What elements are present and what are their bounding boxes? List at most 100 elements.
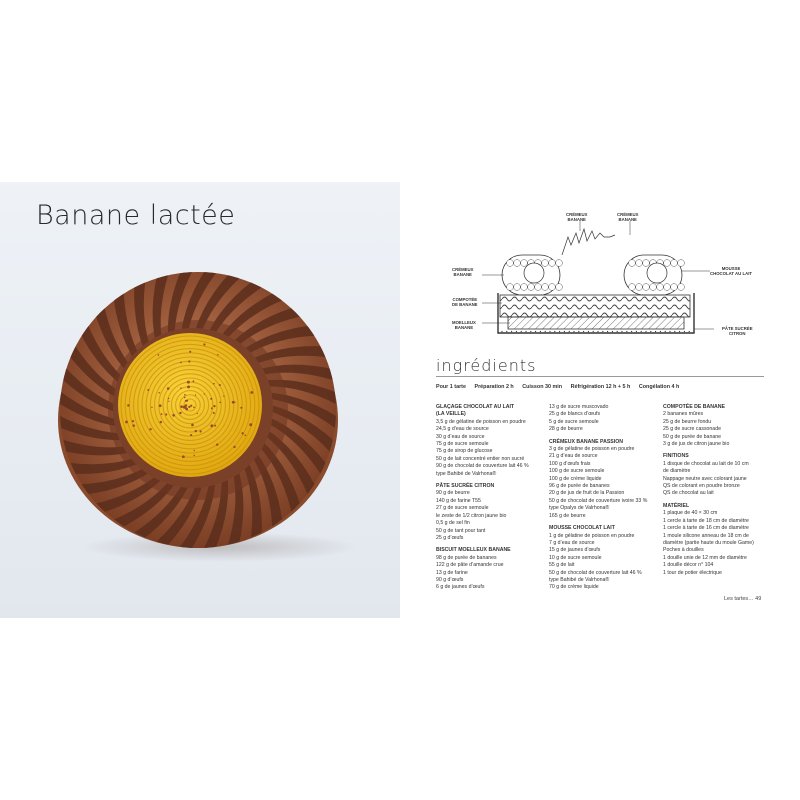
pate-dot — [535, 330, 537, 333]
section-heading: Biscuit moelleux banane — [436, 547, 511, 554]
speckle — [231, 400, 235, 404]
section-heading: Mousse chocolat lait — [549, 525, 615, 532]
speckle — [213, 404, 216, 408]
ingredient-line: 1 plaque de 40 × 30 cm — [663, 510, 718, 517]
ingredient-line: 50 g de tant pour tant — [436, 527, 486, 534]
speckle — [165, 413, 168, 416]
pate-dot — [511, 330, 513, 333]
speckle — [160, 413, 163, 415]
glaze-stripe — [238, 346, 328, 370]
ingredient-line: diamètre (partie haute du moule Game) — [663, 539, 754, 546]
ingredient-line: 1 moule silicone anneau de 18 cm de — [663, 532, 749, 539]
speckle — [233, 401, 236, 404]
ingredient-line: 15 g de jaunes d’œufs — [549, 547, 601, 554]
speckle — [240, 406, 243, 409]
section-heading: Finitions — [663, 453, 689, 460]
pate-dot — [578, 330, 580, 333]
speckle — [158, 404, 162, 408]
ingredient-line: 50 g de lait concentré entier non sucré — [436, 455, 525, 462]
ingredient-line: QS de colorant en poudre bronze — [663, 483, 740, 490]
speckle — [210, 424, 214, 428]
ingredient-line: 2 bananes mûres — [663, 411, 704, 418]
ingredient-line: 25 g d’œufs — [436, 534, 464, 541]
text-page — [400, 182, 800, 618]
mousse-bubble — [513, 283, 521, 291]
ingredients-title: ingrédients — [436, 356, 537, 375]
ingredient-line: 25 g de sucre cassonade — [663, 426, 721, 433]
ingredient-line: 122 g de pâte d’amande crue — [436, 562, 504, 569]
meta-prep: Préparation 2 h — [474, 384, 514, 390]
spiral-ring — [120, 335, 260, 475]
ingredient-line: 6 g de jaunes d’œufs — [436, 584, 485, 591]
ingredient-line: 75 g de sirop de glucose — [436, 448, 493, 455]
mousse-bubble — [663, 283, 671, 291]
pate-dots — [501, 330, 690, 333]
spiral-ring — [124, 339, 256, 471]
ingredient-line: QS de chocolat au lait — [663, 490, 714, 497]
speckle — [180, 361, 182, 364]
speckle — [125, 420, 128, 424]
mousse-bubble — [628, 259, 636, 267]
pate-dot — [688, 330, 690, 333]
speckle — [159, 420, 163, 424]
mousse-bubble — [642, 259, 650, 267]
mousse-bubble — [635, 259, 643, 267]
spiral-ring — [170, 385, 210, 425]
glaze-stripe — [211, 292, 285, 353]
mousse-bubble — [677, 283, 685, 291]
speckle — [180, 387, 182, 389]
pate-dot — [659, 330, 661, 333]
speckle — [127, 404, 130, 407]
speckle — [241, 432, 244, 435]
bronze-speckles — [125, 343, 254, 459]
ingredient-line: 13 g de farine — [436, 569, 468, 576]
speckle — [215, 443, 219, 446]
speckle — [149, 428, 152, 431]
speckle — [187, 385, 191, 389]
pate-dot — [679, 330, 681, 333]
page-title: Banane lactée — [36, 200, 236, 231]
speckle — [199, 430, 202, 433]
glaze-stripe — [79, 457, 166, 495]
pate-dot — [559, 330, 561, 333]
tart-photo — [58, 272, 338, 548]
speckle — [218, 384, 221, 386]
ingredient-line: 1 disque de chocolat au lait de 10 cm — [663, 460, 749, 467]
speckle — [249, 423, 253, 427]
ingredient-line: 50 g de chocolat de couverture ivoire 33… — [549, 497, 648, 504]
pate-dot — [631, 330, 633, 333]
spiral-ring — [183, 398, 197, 412]
ingredient-line: 1 cercle à tarte de 18 cm de diamètre — [663, 517, 749, 524]
cremeux-core-right — [646, 262, 668, 284]
ingredient-line: 100 g de sucre semoule — [549, 468, 605, 475]
mousse-bubble — [649, 283, 657, 291]
recipe-meta: Pour 1 tarte Préparation 2 h Cuisson 30 … — [436, 384, 686, 390]
spiral-ring — [158, 373, 222, 437]
ingredient-line: 1 douille décor n° 104 — [663, 562, 714, 569]
speckle — [157, 354, 160, 356]
section-heading: Matériel — [663, 502, 690, 509]
pate-dot — [640, 330, 642, 333]
ingredient-line: type Opalys de Valrhona® — [549, 505, 610, 512]
yellow-spiral-base — [118, 333, 262, 477]
ingredient-line: 90 g de beurre — [436, 490, 470, 497]
mousse-bubble — [541, 283, 549, 291]
ingredient-line: 1 g de gélatine de poisson en poudre — [549, 532, 635, 539]
ingredient-line: 5 g de sucre semoule — [549, 418, 599, 425]
mousse-bubble — [555, 259, 563, 267]
pate-dot — [602, 330, 604, 333]
mousse-bubble — [656, 283, 664, 291]
ingredient-line: 90 g d’œufs — [436, 576, 464, 583]
ingredient-line: 1 tour de potier électrique — [663, 569, 722, 576]
section-heading: Crémeux banane passion — [549, 438, 623, 445]
speckle — [180, 405, 183, 408]
speckle — [244, 434, 247, 437]
ingredient-line: 100 g d’œufs frais — [549, 460, 591, 467]
pate-dot — [501, 330, 503, 333]
ingredient-line: 70 g de crème liquide — [549, 584, 599, 591]
pate-dot — [549, 330, 551, 333]
speckle — [191, 423, 194, 427]
